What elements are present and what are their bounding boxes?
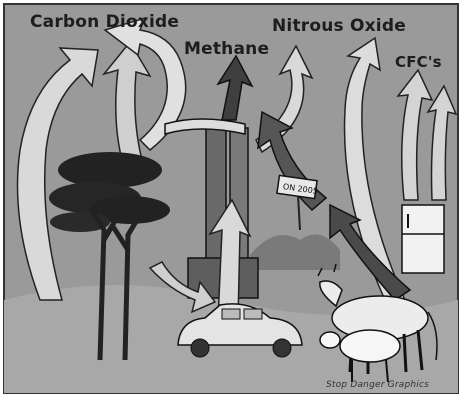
- label-carbon-dioxide: Carbon Dioxide: [30, 12, 179, 32]
- label-methane: Methane: [184, 39, 269, 59]
- label-nitrous-oxide: Nitrous Oxide: [272, 16, 406, 36]
- image-credit: Stop Danger Graphics: [326, 380, 429, 390]
- label-cfcs: CFC's: [395, 53, 442, 71]
- refrigerator: [402, 205, 444, 273]
